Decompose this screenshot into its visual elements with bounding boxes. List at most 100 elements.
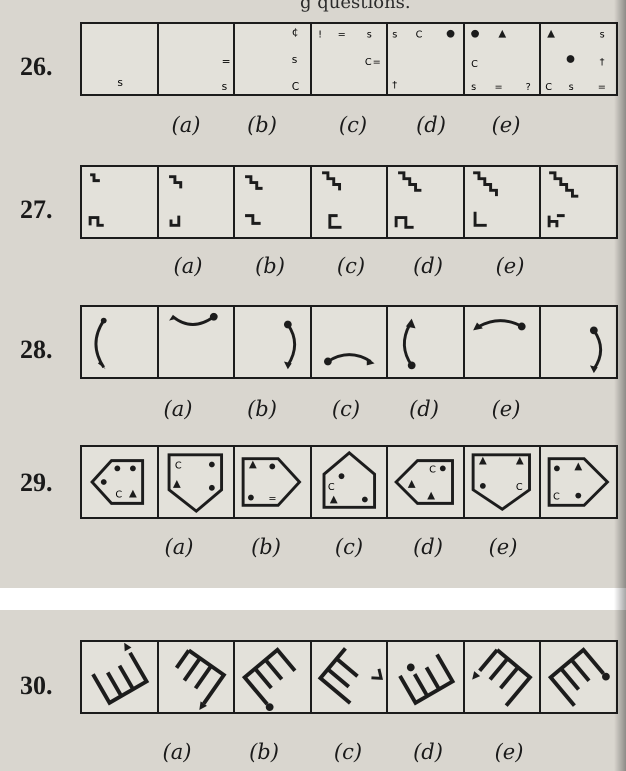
svg-text:=: = xyxy=(269,493,277,504)
svg-text:s: s xyxy=(600,30,605,41)
question-number: 30. xyxy=(20,671,53,701)
svg-text:¢: ¢ xyxy=(292,26,299,39)
svg-text:C: C xyxy=(546,82,553,93)
figure-cell-2 xyxy=(159,167,236,237)
option-e[interactable]: (e) xyxy=(495,740,524,764)
option-e[interactable]: (e) xyxy=(492,113,521,137)
svg-text:C: C xyxy=(516,482,523,493)
figure-strip: C C = C C C C xyxy=(80,445,618,519)
page-gap xyxy=(0,588,626,610)
option-b[interactable]: (b) xyxy=(247,397,277,421)
page-header-fragment: g questions. xyxy=(300,0,411,13)
svg-text:C: C xyxy=(471,59,478,70)
figure-cell-6 xyxy=(465,642,542,712)
svg-text:C: C xyxy=(115,490,122,501)
figure-cell-2: =s xyxy=(159,24,236,94)
figure-cell-7 xyxy=(541,167,616,237)
figure-cell-7: C xyxy=(541,447,616,517)
svg-text:C: C xyxy=(416,30,423,41)
option-a[interactable]: (a) xyxy=(164,397,193,421)
figure-cell-1: C xyxy=(82,447,159,517)
option-a[interactable]: (a) xyxy=(174,254,203,278)
figure-cell-1: s xyxy=(82,24,159,94)
option-e[interactable]: (e) xyxy=(496,254,525,278)
option-a[interactable]: (a) xyxy=(172,113,201,137)
svg-text:s: s xyxy=(221,80,227,93)
svg-text:C: C xyxy=(429,464,436,475)
figure-cell-3 xyxy=(235,307,312,377)
svg-text:?: ? xyxy=(526,82,531,93)
option-d[interactable]: (d) xyxy=(413,535,443,559)
option-b[interactable]: (b) xyxy=(255,254,285,278)
option-d[interactable]: (d) xyxy=(413,254,443,278)
option-c[interactable]: (c) xyxy=(339,113,367,137)
figure-cell-2 xyxy=(159,642,236,712)
question-number: 29. xyxy=(20,468,53,498)
svg-text:s: s xyxy=(569,82,574,93)
option-b[interactable]: (b) xyxy=(249,740,279,764)
option-e[interactable]: (e) xyxy=(492,397,521,421)
answer-options: (a) (b) (c) (d) (e) xyxy=(0,113,626,143)
option-b[interactable]: (b) xyxy=(247,113,277,137)
figure-cell-4 xyxy=(312,307,389,377)
question-number: 28. xyxy=(20,335,53,365)
svg-text:=: = xyxy=(221,55,230,68)
figure-cell-4 xyxy=(312,167,389,237)
figure-cell-6 xyxy=(465,167,542,237)
question-number: 26. xyxy=(20,52,53,82)
option-b[interactable]: (b) xyxy=(251,535,281,559)
svg-text:C: C xyxy=(328,482,335,493)
figure-cell-7 xyxy=(541,307,616,377)
figure-cell-1 xyxy=(82,167,159,237)
figure-cell-1 xyxy=(82,307,159,377)
figure-cell-3: = xyxy=(235,447,312,517)
figure-cell-4 xyxy=(312,642,389,712)
question-number: 27. xyxy=(20,195,53,225)
option-d[interactable]: (d) xyxy=(413,740,443,764)
svg-text:s: s xyxy=(367,30,372,41)
answer-options: (a) (b) (c) (d) (e) xyxy=(0,397,626,427)
figure-strip xyxy=(80,165,618,239)
figure-cell-4: C xyxy=(312,447,389,517)
option-a[interactable]: (a) xyxy=(165,535,194,559)
figure-cell-2 xyxy=(159,307,236,377)
answer-options: (a) (b) (c) (d) (e) xyxy=(0,254,626,284)
option-c[interactable]: (c) xyxy=(337,254,365,278)
answer-options: (a) (b) (c) (d) (e) xyxy=(0,535,626,565)
svg-text:=: = xyxy=(337,30,345,41)
option-d[interactable]: (d) xyxy=(416,113,446,137)
option-d[interactable]: (d) xyxy=(409,397,439,421)
svg-text:s: s xyxy=(117,76,123,89)
svg-text:C: C xyxy=(174,460,181,471)
svg-text:†: † xyxy=(600,57,605,68)
option-c[interactable]: (c) xyxy=(335,535,363,559)
svg-text:s: s xyxy=(471,82,476,93)
svg-text:=: = xyxy=(372,57,380,68)
option-a[interactable]: (a) xyxy=(163,740,192,764)
figure-cell-5 xyxy=(388,307,465,377)
figure-cell-6: C xyxy=(465,447,542,517)
svg-text:C: C xyxy=(292,80,299,93)
svg-text:!: ! xyxy=(318,30,322,41)
figure-cell-5 xyxy=(388,642,465,712)
figure-strip xyxy=(80,305,618,379)
svg-text:s: s xyxy=(393,30,398,41)
option-e[interactable]: (e) xyxy=(489,535,518,559)
figure-strip xyxy=(80,640,618,714)
figure-cell-1 xyxy=(82,642,159,712)
figure-cell-2: C xyxy=(159,447,236,517)
page-edge-shadow xyxy=(614,0,626,771)
svg-text:C: C xyxy=(365,57,372,68)
option-c[interactable]: (c) xyxy=(332,397,360,421)
figure-cell-3 xyxy=(235,642,312,712)
figure-cell-3 xyxy=(235,167,312,237)
svg-text:s: s xyxy=(292,53,298,66)
svg-text:=: = xyxy=(494,82,502,93)
answer-options: (a) (b) (c) (d) (e) xyxy=(0,740,626,770)
option-c[interactable]: (c) xyxy=(334,740,362,764)
